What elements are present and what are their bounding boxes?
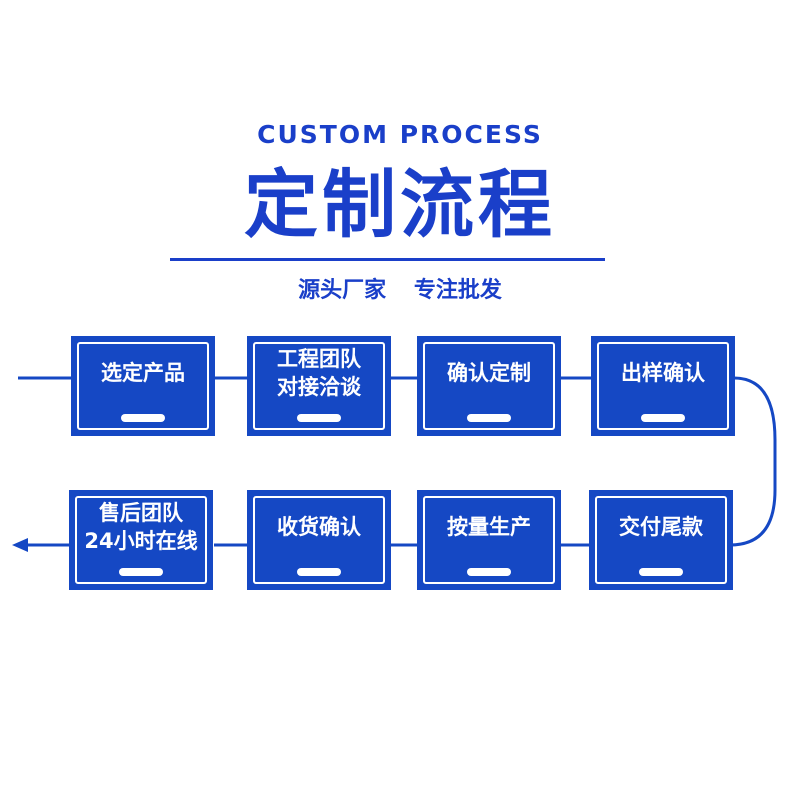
arrow-left-icon [12, 538, 28, 552]
step-bar [641, 414, 685, 422]
step-card: 收货确认 [247, 490, 391, 590]
step-bar [121, 414, 165, 422]
step-label: 工程团队 对接洽谈 [277, 347, 361, 399]
tagline-part-2: 专注批发 [413, 278, 502, 303]
title-underline [170, 258, 605, 261]
step-label: 确认定制 [447, 361, 531, 385]
step-label: 按量生产 [447, 515, 531, 539]
step-card: 确认定制 [417, 336, 561, 436]
step-label: 选定产品 [101, 361, 185, 385]
step-label: 售后团队 24小时在线 [84, 501, 198, 553]
step-bar [297, 414, 341, 422]
step-card: 售后团队 24小时在线 [69, 490, 213, 590]
step-bar [467, 414, 511, 422]
step-label: 交付尾款 [619, 515, 703, 539]
step-card: 出样确认 [591, 336, 735, 436]
step-bar [639, 568, 683, 576]
tagline-part-1: 源头厂家 [298, 278, 387, 303]
step-label: 收货确认 [277, 515, 361, 539]
step-label: 出样确认 [621, 361, 705, 385]
subtitle-en: CUSTOM PROCESS [257, 120, 543, 149]
step-bar [467, 568, 511, 576]
step-card: 按量生产 [417, 490, 561, 590]
step-card: 交付尾款 [589, 490, 733, 590]
connector-curve [729, 376, 777, 547]
tagline: 源头厂家 专注批发 [0, 272, 800, 304]
step-bar [119, 568, 163, 576]
step-card: 工程团队 对接洽谈 [247, 336, 391, 436]
page-title: 定制流程 [244, 162, 556, 248]
step-card: 选定产品 [71, 336, 215, 436]
step-bar [297, 568, 341, 576]
